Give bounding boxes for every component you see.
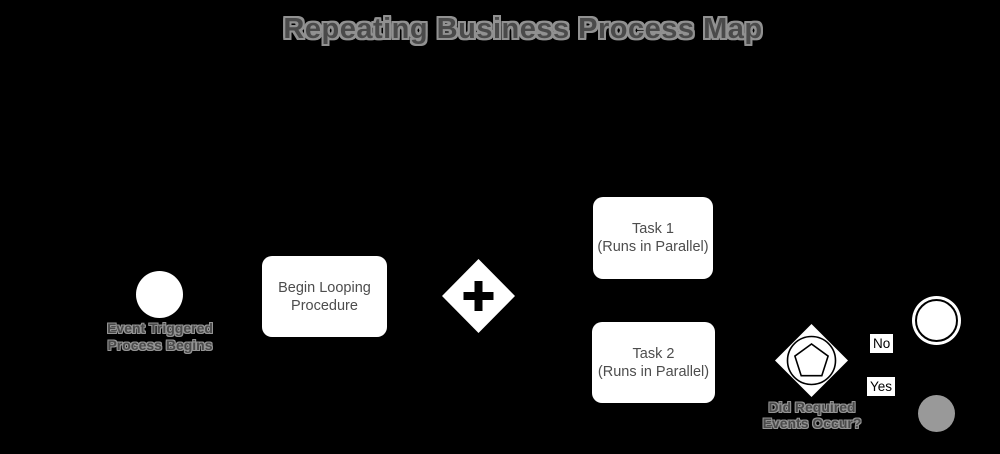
task-begin-looping: Begin Looping Procedure xyxy=(262,256,387,337)
event-gateway-label-line2: Events Occur? xyxy=(762,415,862,431)
parallel-gateway-shape xyxy=(442,259,515,333)
page-title: Repeating Business Process Map xyxy=(283,13,763,45)
task-2: Task 2 (Runs in Parallel) xyxy=(592,322,715,403)
task-1-line2: (Runs in Parallel) xyxy=(597,239,709,255)
end-event-circle xyxy=(912,296,961,345)
end-event-inner-ring xyxy=(915,299,958,342)
start-event-label-line1: Event Triggered xyxy=(107,320,213,336)
task-begin-looping-line1: Begin Looping xyxy=(278,279,371,296)
gray-terminal-circle xyxy=(918,395,955,432)
task-2-line2: (Runs in Parallel) xyxy=(597,363,710,380)
event-gateway-label: Did Required Events Occur? xyxy=(732,399,892,431)
pentagon-icon xyxy=(793,343,830,377)
task-1-line1: Task 1 xyxy=(632,221,674,237)
task-begin-looping-line2: Procedure xyxy=(291,297,358,314)
start-event-label: Event Triggered Process Begins xyxy=(60,320,260,354)
start-event-circle xyxy=(136,271,183,318)
event-gateway-shape xyxy=(775,324,848,397)
task-1: Task 1 (Runs in Parallel) xyxy=(593,197,713,279)
event-gateway xyxy=(775,324,848,397)
task-2-line1: Task 2 xyxy=(632,345,675,362)
edge-label-yes: Yes xyxy=(867,377,896,396)
circle-icon xyxy=(786,335,837,386)
event-gateway-label-line1: Did Required xyxy=(768,399,856,415)
start-event-label-line2: Process Begins xyxy=(107,337,213,353)
plus-icon xyxy=(463,281,494,311)
edge-label-no: No xyxy=(870,334,894,353)
parallel-gateway xyxy=(442,259,515,333)
gateway-diamond xyxy=(775,324,848,397)
